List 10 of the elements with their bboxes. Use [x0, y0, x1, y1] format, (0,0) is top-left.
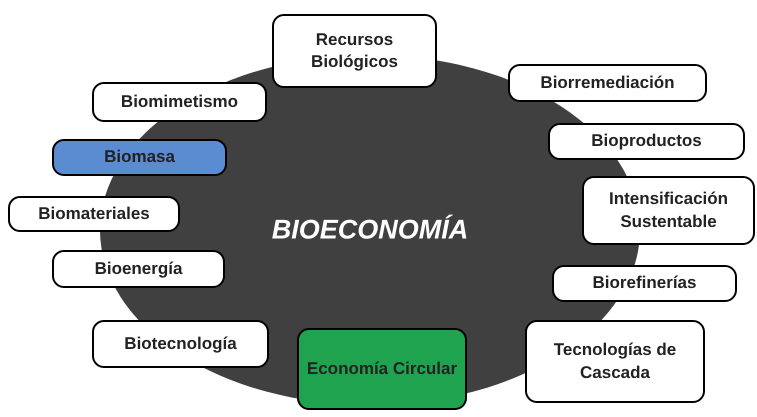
concept-box: Intensificación Sustentable — [582, 176, 755, 245]
concept-box: Tecnologías de Cascada — [525, 320, 705, 403]
concept-box: Biomimetismo — [92, 82, 267, 122]
concept-box: Biomasa — [52, 139, 227, 176]
concept-box: Biorefinerías — [552, 265, 737, 302]
concept-box: Recursos Biológicos — [272, 14, 437, 88]
concept-box: Biomateriales — [8, 196, 180, 232]
concept-box: Bioenergía — [52, 250, 225, 288]
concept-box: Bioproductos — [548, 123, 745, 160]
concept-box: Biorremediación — [508, 64, 707, 102]
